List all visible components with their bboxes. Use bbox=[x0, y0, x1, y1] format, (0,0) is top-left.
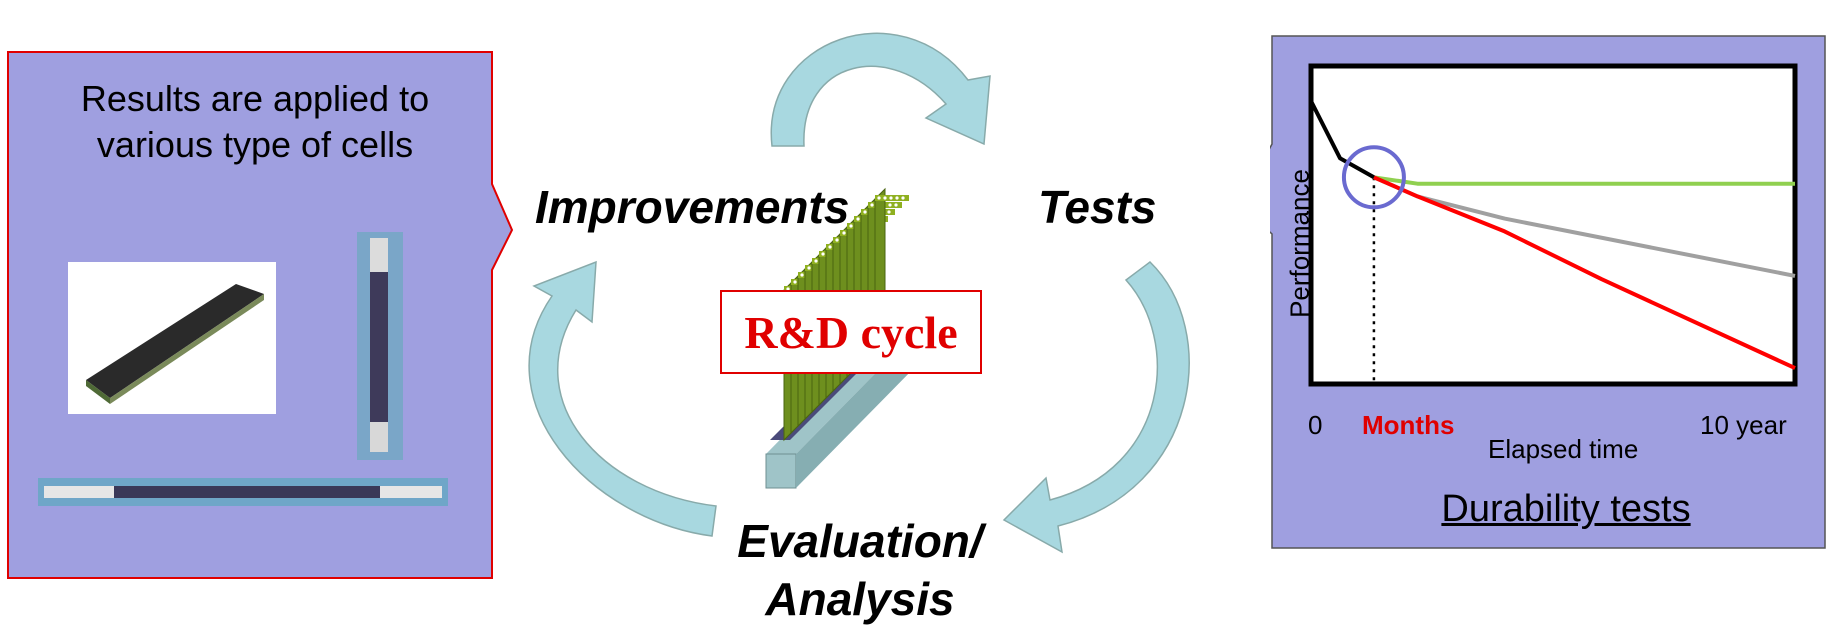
vertical-tube-cell-image bbox=[357, 232, 403, 460]
x-tick-0: 0 bbox=[1308, 410, 1323, 440]
label-evaluation-analysis: Evaluation/ Analysis bbox=[700, 512, 1020, 628]
cells-caption-line-1: Results are applied to bbox=[80, 78, 430, 119]
planar-cell-image bbox=[68, 262, 276, 414]
plate-hole bbox=[814, 259, 818, 263]
series-line bbox=[1373, 175, 1795, 186]
plate-hole bbox=[842, 231, 846, 235]
cycle-arrow-top bbox=[770, 32, 991, 147]
horizontal-tube-cell-image bbox=[38, 478, 448, 506]
durability-tests-title: Durability tests bbox=[1441, 488, 1691, 530]
plate-hole bbox=[807, 266, 811, 270]
cells-callout bbox=[7, 51, 514, 579]
plate-hole bbox=[828, 245, 832, 249]
plate-hole bbox=[901, 196, 905, 200]
y-axis-label: Performance bbox=[1284, 169, 1315, 318]
label-improvements: Improvements bbox=[535, 181, 850, 233]
plate-hole bbox=[786, 287, 790, 291]
rd-cycle-box: R&D cycle bbox=[720, 290, 982, 374]
rd-cycle-graphic bbox=[528, 32, 1190, 554]
plate-hole bbox=[835, 238, 839, 242]
cycle-arrow-left bbox=[528, 260, 717, 537]
months-highlight-circle bbox=[1341, 145, 1406, 210]
cells-caption-line-2: various type of cells bbox=[96, 124, 414, 165]
plate-hole bbox=[894, 203, 898, 207]
label-analysis: Analysis bbox=[765, 573, 955, 625]
plate-hole bbox=[821, 252, 825, 256]
x-tick-months: Months bbox=[1362, 410, 1455, 440]
plate-hole bbox=[800, 273, 804, 277]
x-tick-10-year: 10 year bbox=[1700, 410, 1787, 440]
plate-hole bbox=[888, 203, 892, 207]
plate-hole bbox=[793, 280, 797, 284]
plate-hole bbox=[877, 196, 881, 200]
plate-hole bbox=[883, 196, 887, 200]
series-line bbox=[1309, 100, 1375, 180]
plate-hole bbox=[895, 196, 899, 200]
cycle-arrow-right bbox=[1002, 261, 1190, 554]
plate-hole bbox=[856, 217, 860, 221]
rd-cycle-label: R&D cycle bbox=[744, 306, 958, 358]
label-tests: Tests bbox=[1038, 181, 1157, 233]
x-axis-label: Elapsed time bbox=[1488, 434, 1639, 464]
label-evaluation: Evaluation/ bbox=[737, 515, 983, 567]
plate-hole bbox=[863, 210, 867, 214]
cells-caption: Results are applied to various type of c… bbox=[20, 76, 490, 168]
plate-hole bbox=[870, 203, 874, 207]
durability-panel bbox=[1270, 35, 1826, 549]
plate-hole bbox=[849, 224, 853, 228]
plate-hole bbox=[889, 196, 893, 200]
plate-hole bbox=[887, 210, 891, 214]
